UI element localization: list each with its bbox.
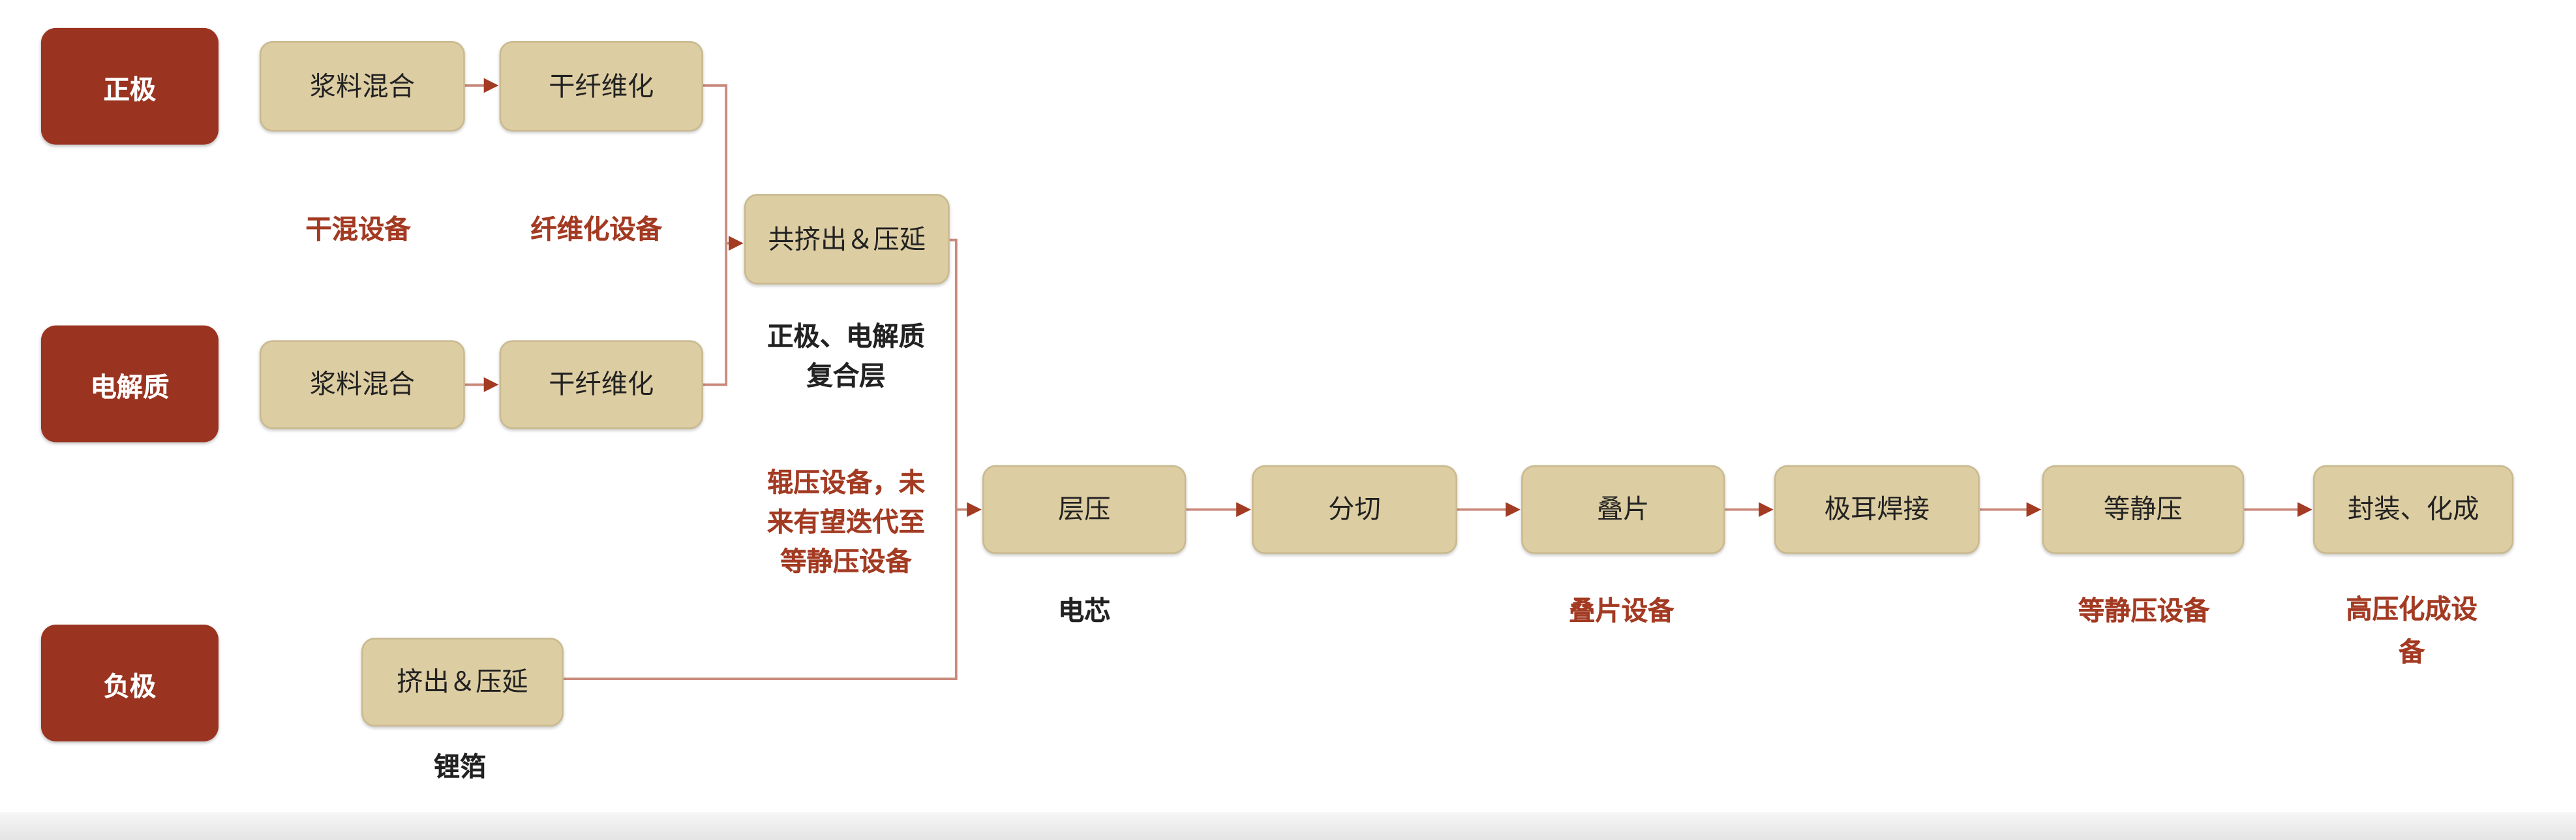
step-cathode-dry-fiber: 干纤维化 [499,40,703,132]
step-slit: 分切 [1252,465,1457,554]
label-roller-equipment: 辊压设备，未来有望迭代至等静压设备 [767,467,925,577]
step-package-formation: 封装、化成 [2313,465,2514,554]
step-cathode-slurry-mix: 浆料混合 [259,40,465,132]
step-anode-extrude: 挤出＆压延 [361,638,564,727]
step-stack: 叠片 [1521,465,1725,554]
label-composite-layer: 正极、电解质复合层 [767,320,925,392]
label-fiber-equipment: 纤维化设备 [530,213,662,245]
merge-line [563,238,958,681]
label-dry-mix-equipment: 干混设备 [305,213,411,245]
step-laminate: 层压 [982,465,1187,554]
label-cell: 电芯 [1057,595,1111,627]
label-stack-equipment: 叠片设备 [1569,595,1674,627]
source-anode: 负极 [40,625,219,741]
bottom-shadow [0,812,2576,840]
label-isostatic-equipment: 等静压设备 [2078,595,2210,627]
step-electrolyte-dry-fiber: 干纤维化 [499,340,703,429]
merge-line [703,84,728,386]
step-electrolyte-slurry-mix: 浆料混合 [259,340,465,429]
source-cathode: 正极 [40,27,219,145]
label-formation-equipment: 高压化成设备 [2346,593,2478,668]
source-electrolyte: 电解质 [40,325,219,443]
step-isostatic-press: 等静压 [2042,465,2245,554]
step-tab-weld: 极耳焊接 [1774,465,1980,554]
step-coextrude-calender: 共挤出＆压延 [744,194,950,285]
label-lithium-foil: 锂箔 [433,751,487,783]
